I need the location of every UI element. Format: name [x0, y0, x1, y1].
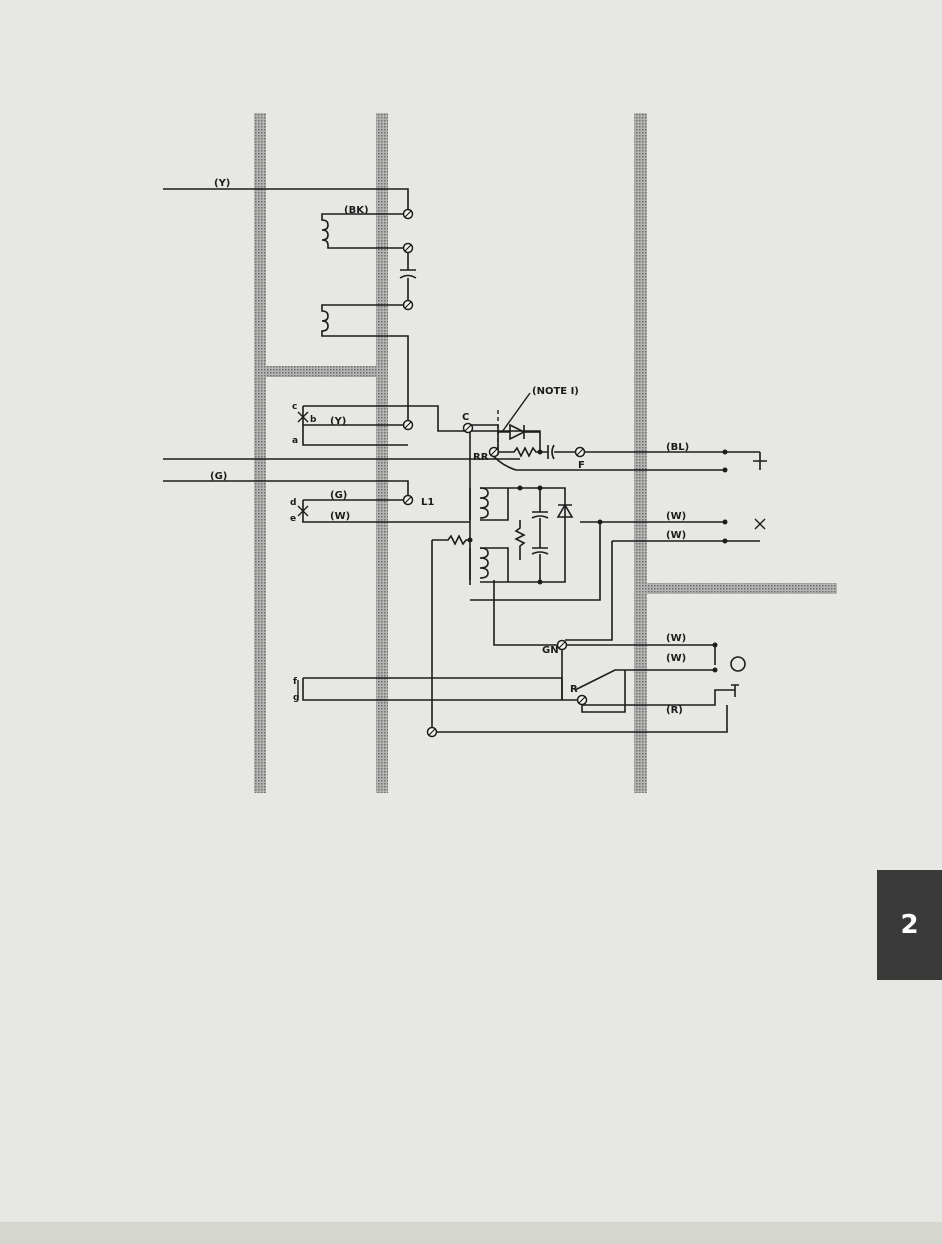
varistor-top	[510, 425, 524, 439]
label-g-left: (G)	[210, 471, 227, 482]
wire-green	[163, 481, 408, 500]
terminals	[404, 210, 587, 737]
wire-yellow-top	[163, 189, 408, 214]
label-l1: L1	[421, 497, 434, 508]
wiring	[163, 189, 767, 732]
label-note: (NOTE I)	[532, 386, 579, 397]
label-w-right-4: (W)	[666, 653, 686, 664]
rc-capacitors	[532, 488, 548, 582]
mounting-bar-cross	[266, 366, 376, 377]
label-w-right-2: (W)	[666, 530, 686, 541]
receiver-symbol	[731, 657, 745, 697]
rc-network-frame	[508, 488, 565, 582]
label-a-small: a	[292, 436, 298, 446]
label-f-small: f	[293, 677, 297, 687]
schematic-labels: (Y) (BK) (NOTE I) C RR F (BL) c b a (Y) …	[210, 178, 689, 716]
wire-gn-left	[494, 580, 562, 645]
transformer-upper	[470, 488, 488, 520]
label-y-mid: (Y)	[330, 416, 346, 427]
wire-c-down	[470, 431, 540, 452]
label-d-small: d	[290, 498, 296, 508]
label-b-small: b	[310, 415, 317, 425]
wire-red	[582, 690, 735, 705]
label-c-terminal: C	[462, 412, 469, 423]
switch-x-right	[755, 519, 765, 529]
mounting-bar-left	[254, 113, 266, 793]
label-rr-terminal: RR	[473, 452, 489, 463]
wire-w-gn	[565, 541, 612, 640]
label-bl: (BL)	[666, 442, 689, 453]
label-w-right-1: (W)	[666, 511, 686, 522]
coil-bk	[322, 214, 408, 248]
mounting-bars	[254, 113, 837, 793]
junction-dots	[468, 450, 728, 673]
rc-resistor	[516, 520, 524, 560]
transformer-lower	[470, 548, 488, 585]
resistor-left	[432, 536, 470, 544]
section-tab-number: 2	[900, 910, 918, 940]
coil-second	[322, 305, 408, 425]
wire-rr-bottom	[490, 452, 725, 470]
label-r-terminal: R	[570, 684, 578, 695]
mounting-bar-right-cross	[647, 583, 837, 594]
line-terminal-right	[753, 452, 767, 470]
section-tab: 2	[877, 870, 942, 980]
label-g-mid: (G)	[330, 490, 347, 501]
label-e-small: e	[290, 514, 296, 524]
capacitor-top	[400, 248, 416, 305]
label-w-mid: (W)	[330, 511, 350, 522]
mounting-bar-right	[634, 113, 647, 793]
mounting-bar-middle	[376, 113, 388, 793]
label-gn-terminal: GN	[542, 645, 559, 656]
wire-g	[303, 678, 582, 700]
label-y-top: (Y)	[214, 178, 230, 189]
note-pointer	[502, 393, 530, 432]
scan-edge-strip	[0, 1222, 942, 1244]
label-f-terminal: F	[578, 460, 585, 471]
label-r-wire: (R)	[666, 705, 683, 716]
wire-transformer-top	[480, 488, 508, 520]
wire-w-down	[470, 522, 600, 600]
label-bk: (BK)	[344, 205, 369, 216]
switch-marks	[298, 393, 765, 698]
label-w-right-3: (W)	[666, 633, 686, 644]
label-g-small: g	[293, 693, 299, 703]
label-c-small: c	[292, 402, 297, 412]
